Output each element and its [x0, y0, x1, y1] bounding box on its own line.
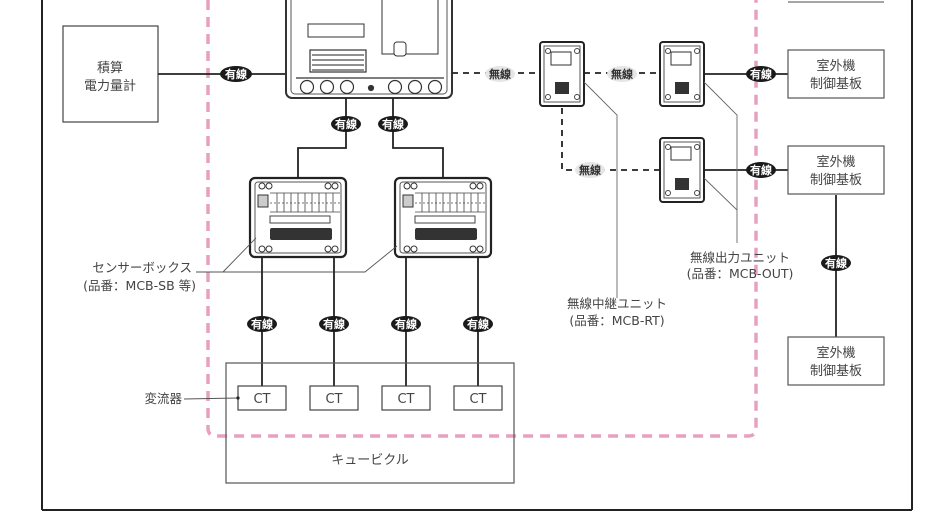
ct-label-4: CT: [469, 392, 486, 407]
svg-text:有線: 有線: [395, 317, 417, 331]
wired-label: 有線: [225, 67, 247, 81]
cubicle-label: キュービクル: [331, 453, 409, 468]
ct-box-2: [309, 385, 359, 411]
wired-badge-board-chain: 有線: [821, 255, 851, 271]
wired-badge-out-1: 有線: [746, 66, 776, 82]
svg-text:有線: 有線: [251, 317, 273, 331]
controller-to-sensorbox-links: [297, 98, 444, 178]
cubicle-node: キュービクル: [225, 362, 515, 484]
wired-badges-ct: 有線 有線 有線 有線: [247, 316, 493, 332]
wireless-output-unit-1: [659, 41, 705, 107]
svg-text:有線: 有線: [825, 256, 847, 270]
svg-text:制御基板: 制御基板: [810, 77, 862, 92]
ct-box-4: [453, 385, 503, 411]
svg-text:室外機: 室外機: [816, 345, 855, 361]
ct-boxes: CT CT CT CT: [237, 385, 503, 411]
svg-text:有線: 有線: [750, 67, 772, 81]
svg-text:制御基板: 制御基板: [810, 173, 862, 188]
svg-text:室外機: 室外機: [816, 154, 855, 170]
svg-text:無線: 無線: [579, 163, 601, 177]
ct-box-3: [381, 385, 431, 411]
relay-unit-label-1: 無線中継ユニット: [567, 296, 667, 311]
output-unit-label-2: (品番：MCB-OUT): [687, 266, 794, 281]
svg-text:無線: 無線: [611, 67, 633, 81]
output-unit-label-1: 無線出力ユニット: [690, 250, 790, 265]
output-to-board-links: [704, 73, 837, 337]
wireless-badge-1: 無線: [485, 66, 515, 82]
outdoor-board-2: 室外機 制御基板: [787, 145, 885, 195]
wired-badge-meter: 有線: [220, 66, 252, 82]
svg-text:有線: 有線: [750, 163, 772, 177]
energy-meter-label-2: 電力量計: [84, 78, 136, 94]
wireless-output-unit-2: [659, 137, 705, 203]
sensorbox-to-ct-links: [261, 257, 479, 386]
sensor-box-label-1: センサーボックス: [92, 260, 192, 275]
svg-text:有線: 有線: [335, 117, 357, 131]
sensor-box-label-2: (品番：MCB-SB 等): [83, 278, 196, 293]
relay-unit-label-2: (品番：MCB-RT): [569, 313, 664, 328]
system-boundary: [206, 0, 758, 438]
wired-badge-controller-1: 有線: [331, 116, 361, 132]
wireless-badge-3: 無線: [575, 162, 605, 178]
wireless-relay-unit: [539, 41, 585, 107]
ct-callout-line: [183, 397, 239, 400]
svg-text:有線: 有線: [382, 117, 404, 131]
wireless-badge-2: 無線: [607, 66, 637, 82]
sensor-box-callout-lines: [196, 237, 398, 273]
ct-label-1: CT: [253, 392, 270, 407]
energy-meter-label-1: 積算: [97, 61, 123, 76]
svg-text:有線: 有線: [323, 317, 345, 331]
svg-text:無線: 無線: [489, 67, 511, 81]
ct-label-2: CT: [325, 392, 342, 407]
outdoor-board-3: 室外機 制御基板: [787, 336, 885, 386]
unit-callout-lines: [583, 81, 738, 298]
sensor-box-2: [393, 176, 493, 259]
svg-text:有線: 有線: [467, 317, 489, 331]
energy-meter-node: 積算 電力量計: [62, 25, 159, 123]
main-controller-device: [285, 0, 453, 99]
wired-badge-controller-2: 有線: [378, 116, 408, 132]
ct-label-3: CT: [397, 392, 414, 407]
svg-text:制御基板: 制御基板: [810, 364, 862, 379]
wired-badge-out-2: 有線: [746, 162, 776, 178]
sensor-box-1: [248, 176, 348, 259]
svg-text:室外機: 室外機: [816, 58, 855, 74]
outdoor-board-1: 室外機 制御基板: [787, 49, 885, 99]
ct-callout-label: 変流器: [144, 391, 182, 406]
